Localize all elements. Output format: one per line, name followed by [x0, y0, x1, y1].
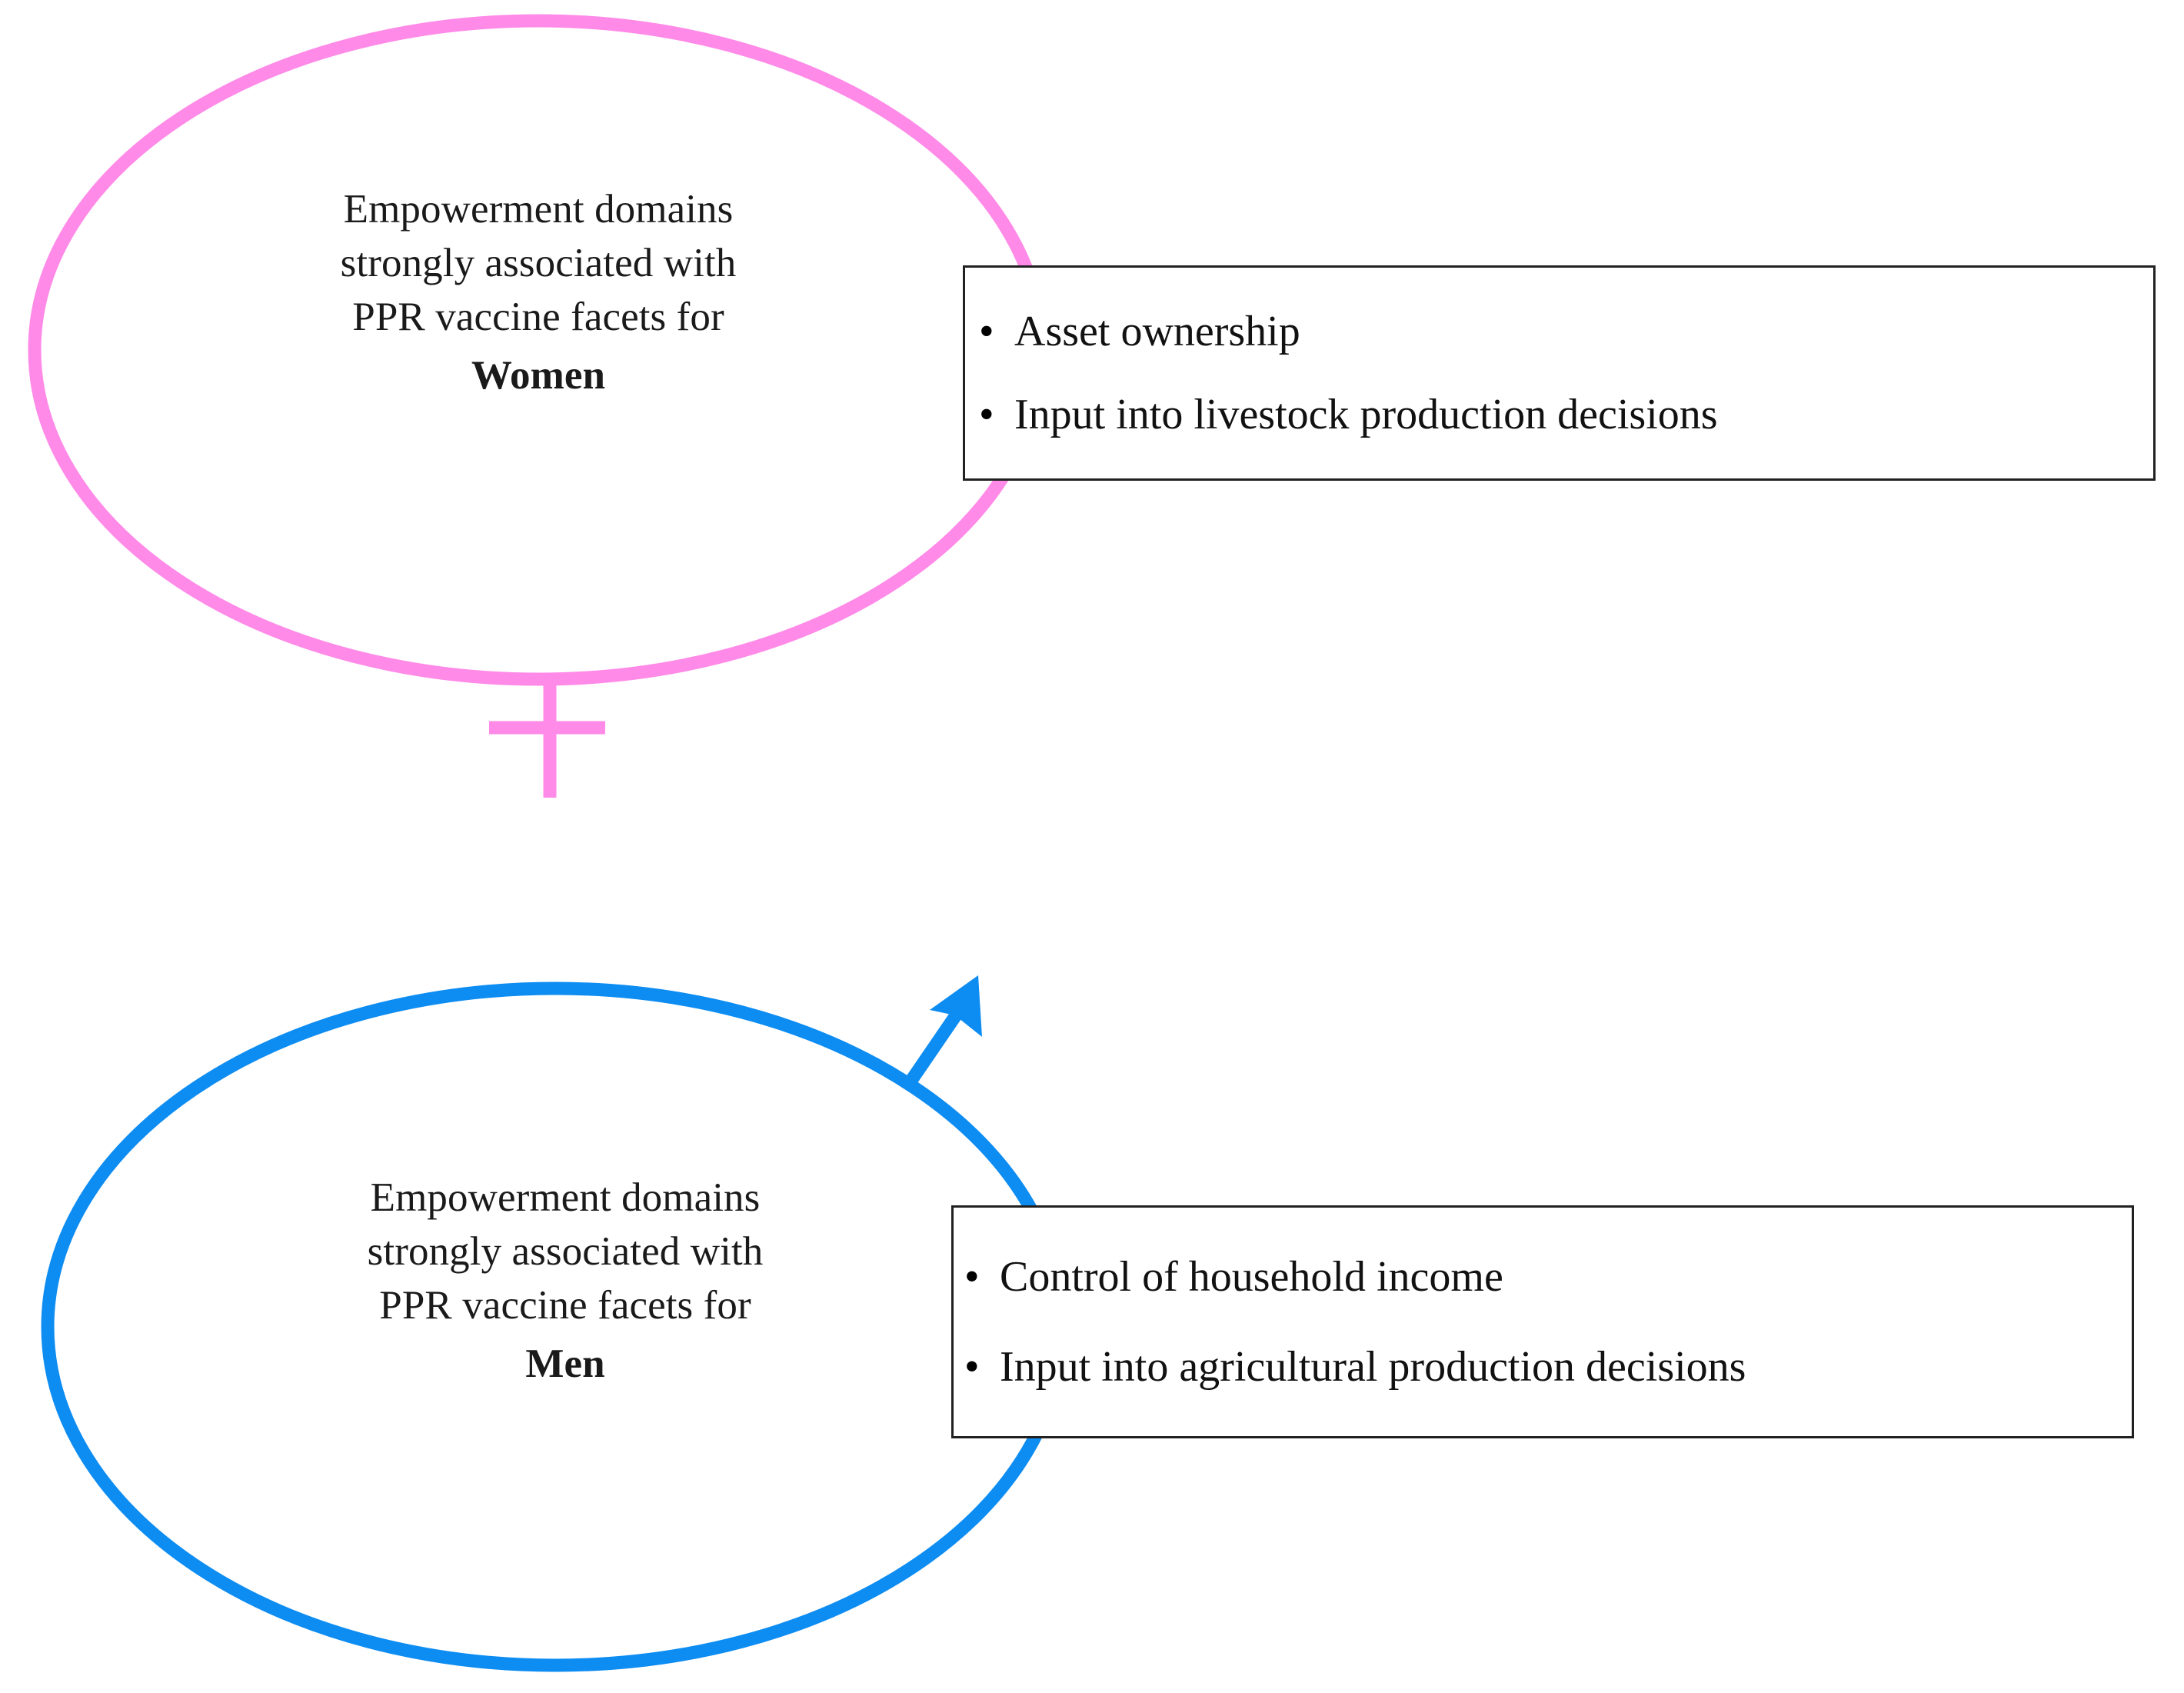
men-ellipse-caption: Empowerment domains strongly associated … [142, 1171, 988, 1391]
men-caption-line-2: strongly associated with [367, 1228, 764, 1274]
list-item: • Control of household income [964, 1251, 2132, 1302]
bullet-dot-icon: • [979, 307, 994, 355]
women-domains-list: • Asset ownership • Input into livestock… [965, 268, 2153, 478]
women-caption-line-3: PPR vaccine facets for [352, 294, 724, 339]
men-domain-2: Input into agricultural production decis… [1000, 1342, 1746, 1391]
men-caption-line-1: Empowerment domains [370, 1175, 761, 1220]
women-caption-emphasis: Women [471, 352, 606, 398]
male-symbol-arrow-head [930, 975, 982, 1037]
men-domains-box: • Control of household income • Input in… [951, 1205, 2134, 1438]
list-item: • Input into agricultural production dec… [964, 1341, 2132, 1392]
female-gender-symbol [28, 14, 1049, 798]
list-item: • Input into livestock production decisi… [979, 389, 2153, 440]
bullet-dot-icon: • [979, 391, 994, 438]
men-domain-1: Control of household income [1000, 1253, 1503, 1301]
men-caption-emphasis: Men [525, 1341, 605, 1386]
bullet-dot-icon: • [964, 1253, 980, 1301]
women-domain-1: Asset ownership [1014, 307, 1300, 355]
women-domain-2: Input into livestock production decision… [1014, 391, 1718, 438]
women-ellipse-caption: Empowerment domains strongly associated … [115, 183, 961, 403]
bullet-dot-icon: • [964, 1342, 980, 1391]
list-item: • Asset ownership [979, 306, 2153, 357]
women-domains-box: • Asset ownership • Input into livestock… [963, 265, 2156, 481]
men-domains-list: • Control of household income • Input in… [954, 1208, 2132, 1436]
women-caption-line-1: Empowerment domains [343, 187, 734, 232]
men-caption-line-3: PPR vaccine facets for [379, 1282, 751, 1328]
women-caption-line-2: strongly associated with [340, 240, 737, 285]
